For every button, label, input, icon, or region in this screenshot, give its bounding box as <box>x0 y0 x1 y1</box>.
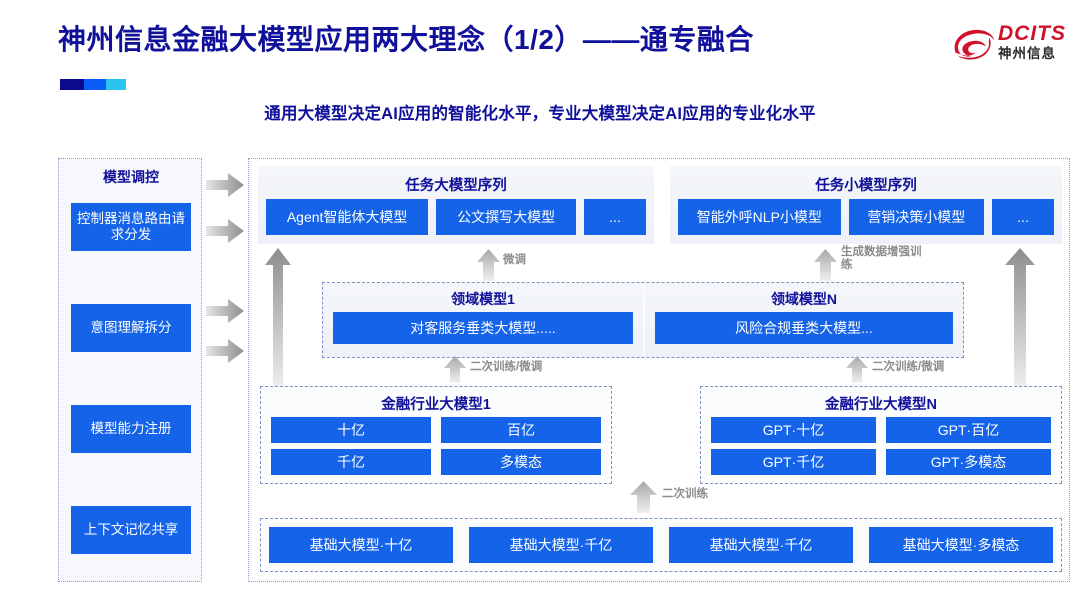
title-accent-bar <box>60 79 126 90</box>
page-subtitle: 通用大模型决定AI应用的智能化水平，专业大模型决定AI应用的专业化水平 <box>264 105 816 123</box>
page-title: 神州信息金融大模型应用两大理念（1/2）——通专融合 <box>58 24 754 55</box>
industry-model-1-title: 金融行业大模型1 <box>381 397 491 413</box>
industry-model-n-chips: GPT·十亿 GPT·百亿 GPT·千亿 GPT·多模态 <box>711 417 1051 475</box>
label-finetune: 微调 <box>503 254 526 266</box>
chip-marketing-decision-model[interactable]: 营销决策小模型 <box>848 199 985 235</box>
chip-base-multimodal[interactable]: 基础大模型·多模态 <box>869 527 1053 563</box>
control-panel-title: 模型调控 <box>103 169 159 185</box>
flow-arrow-right-1 <box>206 173 244 197</box>
chip-industryn-gpt-ten-billion[interactable]: GPT·百亿 <box>886 417 1051 443</box>
task-small-model-title: 任务小模型序列 <box>815 178 917 194</box>
chip-base-hundred-billion-2[interactable]: 基础大模型·千亿 <box>669 527 853 563</box>
page-header: 神州信息金融大模型应用两大理念（1/2）——通专融合 通用大模型决定AI应用的智… <box>0 0 1080 140</box>
domain-model-n-title: 领域模型N <box>770 291 838 307</box>
logo-wordmark: DCITS 神州信息 <box>998 23 1066 61</box>
label-data-augmentation: 生成数据增强训练 <box>841 246 922 272</box>
chip-task-large-more[interactable]: ... <box>584 199 646 235</box>
control-item-registry[interactable]: 模型能力注册 <box>71 405 191 453</box>
flow-arrow-right-4 <box>206 339 244 363</box>
chip-risk-compliance-vertical-model[interactable]: 风险合规垂类大模型... <box>655 312 953 344</box>
domain-model-frame: 领域模型1 对客服务垂类大模型..... 领域模型N 风险合规垂类大模型... <box>322 282 964 358</box>
chip-industryn-gpt-multimodal[interactable]: GPT·多模态 <box>886 449 1051 475</box>
control-item-intent[interactable]: 意图理解拆分 <box>71 304 191 352</box>
industry-model-n-frame: 金融行业大模型N GPT·十亿 GPT·百亿 GPT·千亿 GPT·多模态 <box>700 386 1062 484</box>
chip-industry1-billion[interactable]: 十亿 <box>271 417 431 443</box>
flow-arrow-right-2 <box>206 219 244 243</box>
industry-model-1-chips: 十亿 百亿 千亿 多模态 <box>271 417 601 475</box>
control-panel: 模型调控 控制器消息路由请求分发 意图理解拆分 模型能力注册 上下文记忆共享 <box>58 158 202 582</box>
dcits-logo: DCITS 神州信息 <box>950 18 1072 76</box>
task-large-model-panel: 任务大模型序列 Agent智能体大模型 公文撰写大模型 ... <box>258 166 654 244</box>
task-large-model-title: 任务大模型序列 <box>405 178 507 194</box>
chip-outbound-nlp-model[interactable]: 智能外呼NLP小模型 <box>678 199 841 235</box>
logo-en-text: DCITS <box>998 22 1066 45</box>
chip-industryn-gpt-hundred-billion[interactable]: GPT·千亿 <box>711 449 876 475</box>
base-model-frame: 基础大模型·十亿 基础大模型·千亿 基础大模型·千亿 基础大模型·多模态 <box>260 518 1062 572</box>
chip-industry1-multimodal[interactable]: 多模态 <box>441 449 601 475</box>
chip-base-billion[interactable]: 基础大模型·十亿 <box>269 527 453 563</box>
label-retrain-finetune-left: 二次训练/微调 <box>470 361 543 373</box>
control-item-router[interactable]: 控制器消息路由请求分发 <box>71 203 191 251</box>
task-small-model-panel: 任务小模型序列 智能外呼NLP小模型 营销决策小模型 ... <box>670 166 1062 244</box>
accent-segment-3 <box>106 79 126 90</box>
industry-model-n-title: 金融行业大模型N <box>825 397 937 413</box>
label-retrain: 二次训练 <box>662 488 708 500</box>
chip-customer-service-vertical-model[interactable]: 对客服务垂类大模型..... <box>333 312 633 344</box>
chip-industryn-gpt-billion[interactable]: GPT·十亿 <box>711 417 876 443</box>
flow-arrow-right-3 <box>206 299 244 323</box>
task-large-model-chips: Agent智能体大模型 公文撰写大模型 ... <box>266 199 646 235</box>
chip-industry1-hundred-billion[interactable]: 千亿 <box>271 449 431 475</box>
chip-industry1-ten-billion[interactable]: 百亿 <box>441 417 601 443</box>
chip-task-small-more[interactable]: ... <box>992 199 1055 235</box>
accent-segment-2 <box>84 79 106 90</box>
label-retrain-finetune-right: 二次训练/微调 <box>872 361 945 373</box>
chip-document-writing-model[interactable]: 公文撰写大模型 <box>436 199 576 235</box>
main-architecture-frame <box>248 158 1070 582</box>
industry-model-1-frame: 金融行业大模型1 十亿 百亿 千亿 多模态 <box>260 386 612 484</box>
domain-model-n: 领域模型N 风险合规垂类大模型... <box>645 283 963 357</box>
domain-model-1: 领域模型1 对客服务垂类大模型..... <box>323 283 643 357</box>
task-small-model-chips: 智能外呼NLP小模型 营销决策小模型 ... <box>678 199 1055 235</box>
accent-segment-1 <box>60 79 84 90</box>
control-item-context[interactable]: 上下文记忆共享 <box>71 506 191 554</box>
chip-agent-large-model[interactable]: Agent智能体大模型 <box>266 199 429 235</box>
domain-model-1-title: 领域模型1 <box>451 291 515 307</box>
dcits-swirl-icon <box>954 29 995 60</box>
chip-base-hundred-billion-1[interactable]: 基础大模型·千亿 <box>469 527 653 563</box>
logo-cn-text: 神州信息 <box>998 46 1056 61</box>
base-model-chips: 基础大模型·十亿 基础大模型·千亿 基础大模型·千亿 基础大模型·多模态 <box>269 527 1053 563</box>
